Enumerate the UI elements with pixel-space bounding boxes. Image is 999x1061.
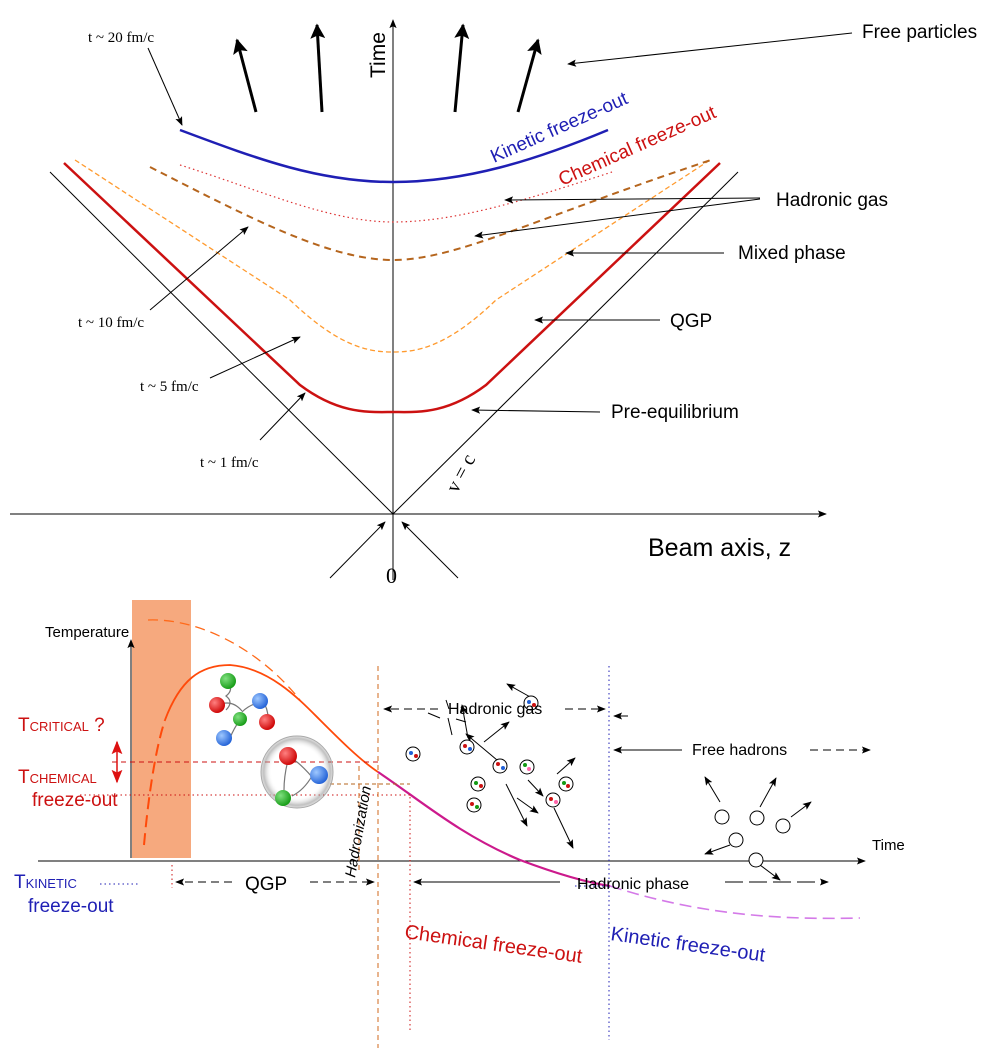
hadron xyxy=(519,759,535,775)
origin-label: 0 xyxy=(386,563,397,588)
temperature-axis-label: Temperature xyxy=(45,624,129,641)
mixed-phase-curve xyxy=(149,159,712,262)
time-axis-label: Time xyxy=(367,32,390,78)
free-hadron xyxy=(775,818,791,834)
pointer-t20 xyxy=(147,47,183,126)
hadronic-gas-label: Hadronic gas xyxy=(776,190,888,211)
pointer-t1 xyxy=(259,392,306,441)
free-particle-arrow xyxy=(453,23,470,113)
free-hadron xyxy=(728,832,744,848)
hadron xyxy=(459,739,475,755)
kinetic-freeze-out-bottom-label: Kinetic freeze-out xyxy=(609,923,767,967)
pointer-t5 xyxy=(209,336,301,379)
hadron xyxy=(466,797,482,813)
pointer-hadronic-gas-b xyxy=(474,198,761,239)
pointer-hadronic-gas-a xyxy=(504,196,761,204)
blue-quark xyxy=(216,730,232,746)
t-chemical-freeze-out-label: freeze-out xyxy=(32,790,118,811)
incoming-beam-left xyxy=(329,521,386,579)
incoming-beam-right xyxy=(401,521,459,579)
red-quark xyxy=(209,697,225,713)
red-quark xyxy=(259,714,275,730)
chemical-freeze-out-bottom-label: Chemical freeze-out xyxy=(403,921,584,968)
rising-dashed-curve xyxy=(143,719,166,846)
hadronic-gas-curve xyxy=(179,164,613,223)
hadron xyxy=(405,746,421,762)
green-quark xyxy=(233,712,247,726)
pre-equilibrium-curve xyxy=(63,162,721,414)
qgp-phase-label: QGP xyxy=(245,874,287,895)
t10-label: t ~ 10 fm/c xyxy=(78,315,144,331)
t-critical-label: TCRITICAL ? xyxy=(18,715,105,736)
t1-label: t ~ 1 fm/c xyxy=(200,455,259,471)
free-hadron xyxy=(714,809,730,825)
free-hadron xyxy=(749,810,765,826)
hadron xyxy=(470,776,486,792)
qgp-cooling-curve xyxy=(164,664,379,773)
beam-axis-label: Beam axis, z xyxy=(648,534,791,562)
t-kinetic-freeze-out-label: freeze-out xyxy=(28,896,114,917)
mixed-phase-label: Mixed phase xyxy=(738,243,846,264)
free-particle-arrow xyxy=(310,23,326,113)
hadron xyxy=(545,792,561,808)
hadronization-label: Hadronization xyxy=(342,785,375,879)
top-spacetime-diagram: Time Beam axis, z 0 v = c Kinetic freeze… xyxy=(10,19,977,588)
qgp-quark-cluster xyxy=(209,673,275,746)
t20-label: t ~ 20 fm/c xyxy=(88,30,154,46)
free-hadron xyxy=(748,852,764,868)
free-particle-arrow xyxy=(233,38,258,113)
hadron-baryon xyxy=(260,735,334,809)
qgp-label: QGP xyxy=(670,311,712,332)
free-particle-arrow xyxy=(516,38,542,113)
red-quark xyxy=(279,747,297,765)
t-kinetic-label: TKINETIC xyxy=(14,872,77,893)
free-hadron-particles xyxy=(704,776,812,881)
free-hadron-tail-curve xyxy=(609,885,861,920)
hadron xyxy=(492,758,508,774)
free-hadrons-label: Free hadrons xyxy=(692,742,787,759)
light-cone-label: v = c xyxy=(442,450,480,496)
light-cone-right xyxy=(392,171,739,515)
hadron xyxy=(558,776,574,792)
bottom-temperature-diagram: Temperature Time TCRITICAL ? TCHEMICAL f… xyxy=(14,600,905,1048)
time-axis-bottom-label: Time xyxy=(872,837,905,854)
light-cone-left xyxy=(49,171,394,515)
blue-quark xyxy=(310,766,328,784)
blue-quark xyxy=(252,693,268,709)
qgp-boundary-curve xyxy=(74,159,711,353)
kinetic-freeze-out-curve xyxy=(179,128,609,184)
pointer-free-particles xyxy=(567,32,853,67)
free-particles-label: Free particles xyxy=(862,22,977,43)
t-chemical-label: TCHEMICAL xyxy=(18,767,97,788)
initial-temperature-curve xyxy=(147,619,301,701)
pointer-t10 xyxy=(149,226,249,311)
hadronic-gas-label: Hadronic gas xyxy=(448,701,542,718)
pre-equilibrium-label: Pre-equilibrium xyxy=(611,402,739,423)
pointer-pre-equilibrium xyxy=(471,406,601,414)
t5-label: t ~ 5 fm/c xyxy=(140,379,199,395)
green-quark xyxy=(220,673,236,689)
hadronic-cooling-curve xyxy=(377,771,611,888)
green-quark xyxy=(275,790,291,806)
hadronic-phase-label: Hadronic phase xyxy=(577,876,689,893)
hadronic-gas-particles xyxy=(405,683,576,849)
free-particle-arrows xyxy=(233,23,542,113)
